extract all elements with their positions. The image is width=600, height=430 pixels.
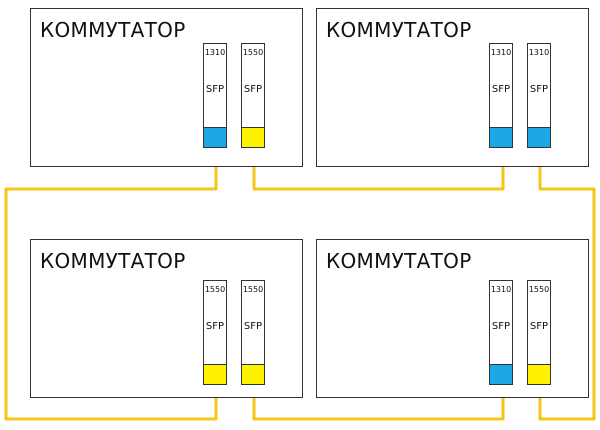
sfp-port <box>241 127 265 148</box>
sfp-label: SFP <box>529 321 549 332</box>
sfp-port <box>203 364 227 385</box>
cable-sw1-right-to-sw2-left <box>252 147 505 191</box>
cable-sw3-right-to-sw4-left <box>252 385 505 421</box>
sfp-wavelength: 1310 <box>528 48 550 57</box>
cable-sw2-right-to-sw4-right <box>538 147 596 421</box>
sfp-module-1: 1550 SFP <box>203 280 227 385</box>
sfp-label: SFP <box>205 84 225 95</box>
switch-top-right: КОММУТАТОР 1310 SFP 1310 SFP <box>316 8 589 167</box>
sfp-label: SFP <box>243 84 263 95</box>
sfp-port <box>241 364 265 385</box>
sfp-label: SFP <box>491 321 511 332</box>
switch-title: КОММУТАТОР <box>326 249 472 273</box>
cable-sw1-left-to-sw3-left <box>4 147 218 421</box>
sfp-wavelength: 1550 <box>242 285 264 294</box>
sfp-wavelength: 1310 <box>490 48 512 57</box>
switch-bottom-left: КОММУТАТОР 1550 SFP 1550 SFP <box>30 239 303 398</box>
sfp-wavelength: 1550 <box>242 48 264 57</box>
sfp-label: SFP <box>205 321 225 332</box>
switch-title: КОММУТАТОР <box>40 249 186 273</box>
sfp-module-1: 1310 SFP <box>489 280 513 385</box>
switch-bottom-right: КОММУТАТОР 1310 SFP 1550 SFP <box>316 239 589 398</box>
sfp-wavelength: 1310 <box>490 285 512 294</box>
sfp-wavelength: 1310 <box>204 48 226 57</box>
sfp-wavelength: 1550 <box>528 285 550 294</box>
sfp-wavelength: 1550 <box>204 285 226 294</box>
sfp-label: SFP <box>529 84 549 95</box>
sfp-module-2: 1550 SFP <box>241 280 265 385</box>
sfp-port <box>203 127 227 148</box>
sfp-module-1: 1310 SFP <box>489 43 513 148</box>
sfp-module-2: 1550 SFP <box>241 43 265 148</box>
sfp-port <box>489 364 513 385</box>
switch-title: КОММУТАТОР <box>40 18 186 42</box>
sfp-module-2: 1550 SFP <box>527 280 551 385</box>
sfp-label: SFP <box>243 321 263 332</box>
sfp-module-1: 1310 SFP <box>203 43 227 148</box>
switch-top-left: КОММУТАТОР 1310 SFP 1550 SFP <box>30 8 303 167</box>
switch-title: КОММУТАТОР <box>326 18 472 42</box>
sfp-port <box>489 127 513 148</box>
sfp-port <box>527 364 551 385</box>
sfp-port <box>527 127 551 148</box>
sfp-label: SFP <box>491 84 511 95</box>
sfp-module-2: 1310 SFP <box>527 43 551 148</box>
